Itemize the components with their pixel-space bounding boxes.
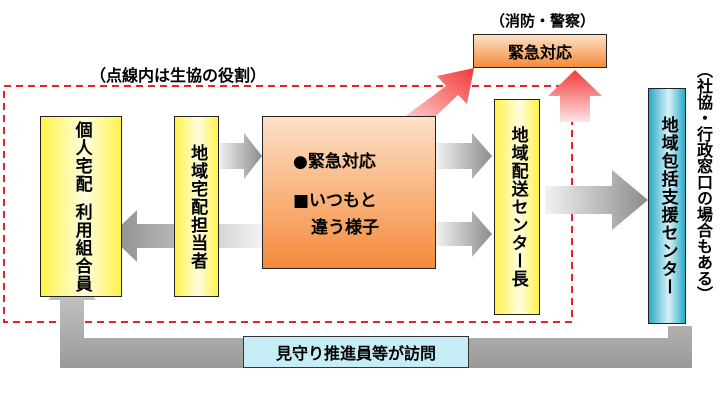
- delivery-staff-label: 地域宅配担当者: [187, 143, 208, 270]
- emergency-response-label: 緊急対応: [507, 43, 572, 62]
- arrow-head-to-support-center: [545, 170, 648, 230]
- arrow-center-to-head-bottom: [436, 211, 492, 257]
- situation-line1: ●緊急対応: [293, 152, 376, 172]
- fire-police-note: （消防・警察）: [490, 12, 596, 30]
- municipal-note: （社協・行政窓口の場合もある）: [694, 62, 713, 302]
- emergency-response-box: 緊急対応: [473, 34, 607, 68]
- arrow-center-to-head-top: [436, 133, 492, 179]
- arrow-center-to-emergency: [400, 68, 474, 131]
- visit-loop-arrow: [48, 272, 692, 368]
- arrow-staff-to-center: [218, 133, 262, 179]
- member-label-line2: 利用組合員: [71, 202, 92, 293]
- delivery-center-head-box: 地域配送センター長: [494, 99, 540, 315]
- member-label-line1: 個人宅配: [71, 120, 92, 193]
- member-box: 個人宅配 利用組合員: [40, 116, 122, 297]
- situation-box: ●緊急対応 ■いつもと 違う様子: [262, 116, 436, 269]
- delivery-center-head-label: 地域配送センター長: [507, 126, 528, 288]
- support-center-label: 地域包括支援センター: [657, 116, 678, 296]
- support-center-box: 地域包括支援センター: [648, 88, 686, 324]
- arrow-head-to-emergency: [548, 70, 602, 122]
- situation-line3: 違う様子: [311, 218, 379, 238]
- visit-label-box: 見守り推進員等が訪問: [243, 336, 469, 368]
- dotted-area-note: （点線内は生協の役割）: [90, 66, 267, 85]
- delivery-staff-box: 地域宅配担当者: [174, 116, 219, 297]
- situation-line2: ■いつもと: [293, 191, 377, 211]
- visit-label: 見守り推進員等が訪問: [275, 344, 436, 363]
